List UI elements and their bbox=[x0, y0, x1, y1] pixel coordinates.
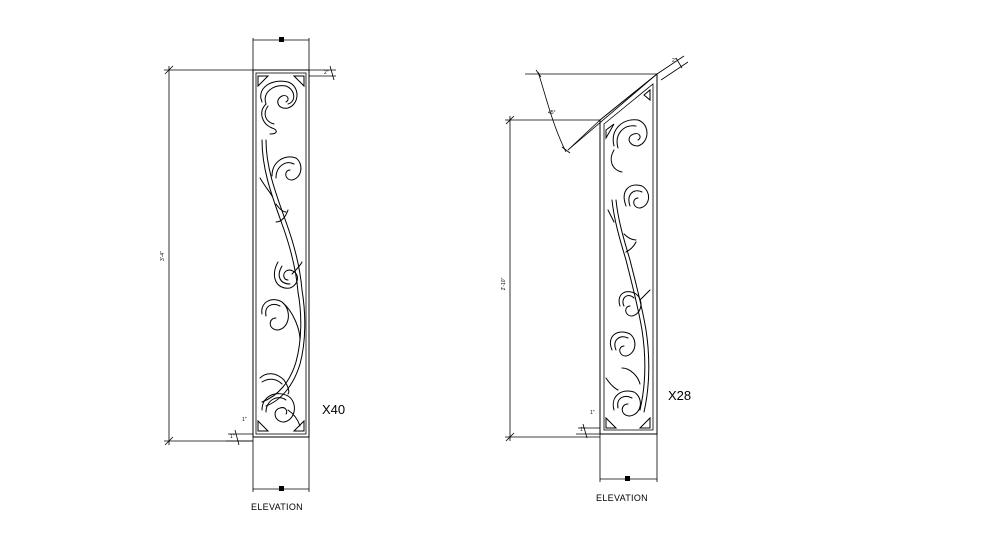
right-top-offset: 2" bbox=[672, 58, 677, 64]
right-bottom-dim-marker bbox=[625, 476, 630, 481]
right-angle-arc bbox=[537, 71, 567, 153]
right-quantity-label: X28 bbox=[668, 388, 691, 403]
left-top-dim-marker bbox=[279, 37, 284, 42]
right-panel: 45° 2" 2'-10" 1" 1" X28 ELEVATION bbox=[501, 55, 691, 503]
left-bottom-offset-2: 1" bbox=[230, 434, 235, 440]
right-bottom-offset-1: 1" bbox=[590, 410, 595, 416]
right-corner-tr bbox=[643, 88, 651, 102]
right-panel-inner-frame bbox=[603, 83, 654, 431]
left-quantity-label: X40 bbox=[322, 402, 345, 417]
right-elevation-caption: ELEVATION bbox=[596, 493, 648, 503]
right-corner-br bbox=[638, 416, 651, 429]
left-top-offset: 2" bbox=[324, 70, 329, 76]
right-height-dimension: 2'-10" bbox=[501, 277, 507, 290]
right-corner-bl bbox=[605, 416, 618, 429]
right-bottom-offset-2: 1" bbox=[580, 427, 585, 433]
left-panel-frame bbox=[252, 69, 310, 438]
left-scrollwork bbox=[259, 80, 306, 427]
left-bottom-dim-marker bbox=[279, 486, 284, 491]
left-panel: 3'-4" 2" 1" 1" X40 ELEVATION bbox=[160, 37, 345, 512]
right-corner-tl bbox=[605, 123, 615, 140]
left-corner-tr bbox=[292, 75, 305, 88]
right-angle-mark: 45° bbox=[548, 110, 556, 116]
left-panel-inner-frame bbox=[255, 72, 307, 435]
left-height-dimension: 3'-4" bbox=[160, 251, 166, 261]
left-elevation-caption: ELEVATION bbox=[251, 502, 303, 512]
left-bottom-offset-1: 1" bbox=[242, 417, 247, 423]
left-corner-br bbox=[292, 419, 305, 432]
left-corner-bl bbox=[257, 419, 270, 432]
right-scrollwork bbox=[605, 119, 651, 417]
left-corner-tl bbox=[257, 75, 270, 88]
